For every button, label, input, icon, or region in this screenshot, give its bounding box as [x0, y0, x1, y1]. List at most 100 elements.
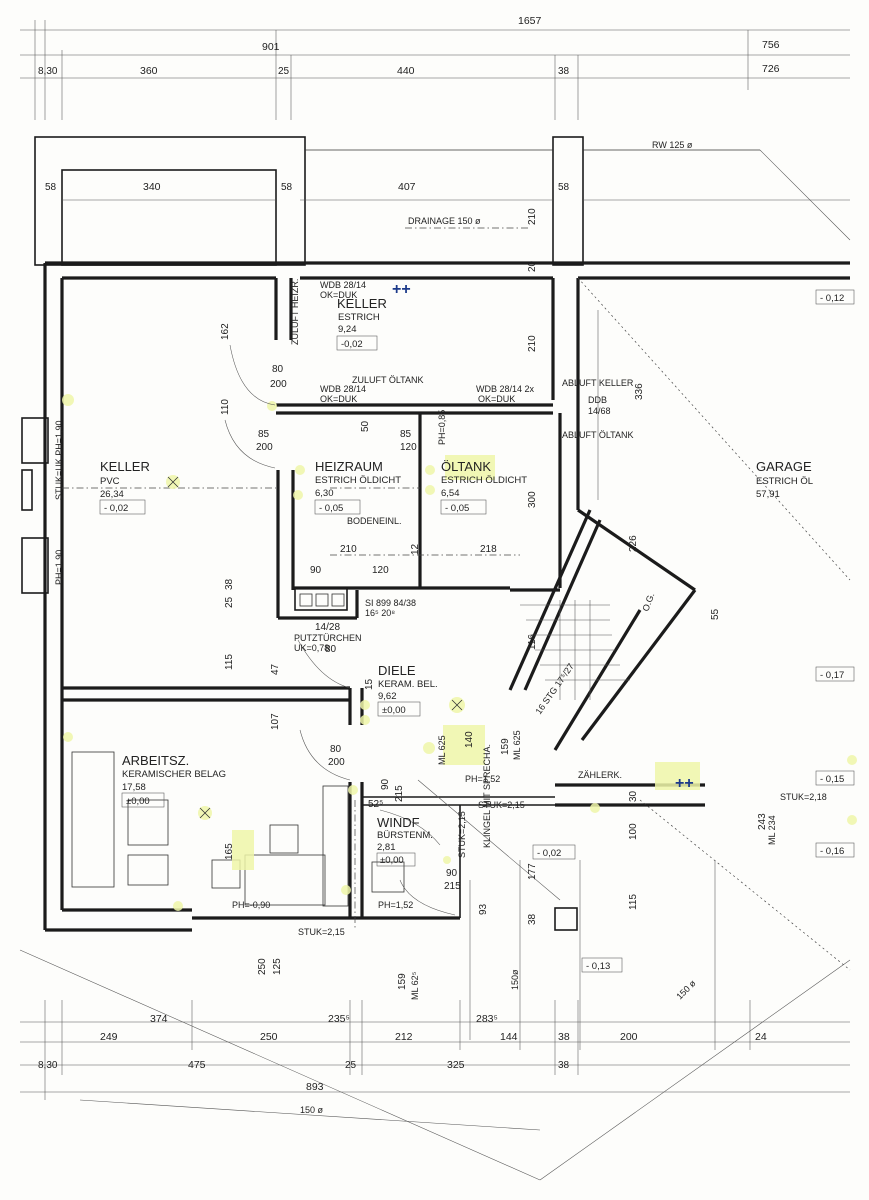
svg-text:ESTRICH: ESTRICH — [338, 312, 380, 323]
svg-text:KERAM. BEL.: KERAM. BEL. — [378, 679, 438, 690]
svg-text:STUK=2,18: STUK=2,18 — [780, 792, 827, 802]
svg-text:±0,00: ±0,00 — [380, 855, 404, 866]
svg-text:HEIZRAUM: HEIZRAUM — [315, 459, 383, 474]
svg-text:- 0,02: - 0,02 — [104, 503, 128, 514]
dim-893: 893 — [306, 1081, 324, 1093]
dim-325: 325 — [447, 1059, 465, 1071]
svg-text:- 0,17: - 0,17 — [820, 670, 844, 681]
svg-text:ESTRICH ÖLDICHT: ESTRICH ÖLDICHT — [441, 475, 527, 486]
svg-text:ARBEITSZ.: ARBEITSZ. — [122, 753, 189, 768]
svg-text:DIELE: DIELE — [378, 663, 416, 678]
svg-text:215: 215 — [394, 785, 405, 802]
dim-20-upper: 20 — [527, 260, 538, 272]
valve-symbol-b: ++ — [675, 775, 694, 792]
left-windows: STUK=UK PH=1,90 PH=1,90 — [21, 417, 64, 594]
svg-text:PH=1,52: PH=1,52 — [465, 774, 500, 784]
svg-text:210: 210 — [527, 335, 538, 352]
svg-text:215: 215 — [444, 881, 461, 892]
svg-text:ABLUFT ÖLTANK: ABLUFT ÖLTANK — [562, 430, 634, 440]
svg-text:DDB: DDB — [588, 395, 607, 405]
svg-text:ML 62⁵: ML 62⁵ — [410, 971, 420, 1000]
dim-150-bottom: 150 ø — [300, 1105, 324, 1115]
svg-text:STUK=2,15: STUK=2,15 — [457, 811, 467, 858]
dim-756: 756 — [762, 39, 780, 51]
svg-text:PH=0,85: PH=0,85 — [437, 410, 447, 445]
svg-text:30: 30 — [628, 790, 639, 802]
svg-text:ML 625: ML 625 — [437, 735, 447, 765]
rw-label: RW 125 ø — [652, 140, 693, 150]
walls — [43, 261, 850, 932]
svg-text:93: 93 — [478, 903, 489, 915]
svg-text:14/28: 14/28 — [315, 622, 340, 633]
svg-text:OK=DUK: OK=DUK — [320, 394, 357, 404]
dim-150-mid: 150ø — [510, 969, 520, 990]
fixtures: ++ ++ — [62, 281, 857, 911]
dim-200-bottom: 200 — [620, 1031, 638, 1043]
room-garage: GARAGE ESTRICH ÖL 57,91 — [756, 459, 813, 500]
svg-text:WDB 28/14: WDB 28/14 — [320, 384, 366, 394]
svg-text:218: 218 — [480, 544, 497, 555]
dim-340: 340 — [143, 181, 161, 193]
svg-text:- 0,12: - 0,12 — [820, 293, 844, 304]
svg-text:17,58: 17,58 — [122, 782, 146, 793]
svg-text:9,62: 9,62 — [378, 691, 397, 702]
svg-text:ZÄHLERK.: ZÄHLERK. — [578, 770, 622, 780]
dim-144: 144 — [500, 1031, 518, 1043]
dim-212: 212 — [395, 1031, 413, 1043]
svg-text:PVC: PVC — [100, 476, 120, 487]
svg-text:165: 165 — [224, 843, 235, 860]
svg-text:KLINGEL MIT SPRECHA.: KLINGEL MIT SPRECHA. — [482, 744, 492, 848]
steps-label: 16 STG 17⁵/27 — [533, 661, 575, 716]
svg-text:6,54: 6,54 — [441, 488, 460, 499]
dim-150-right: 150 ø — [674, 978, 698, 1002]
svg-text:85: 85 — [400, 429, 412, 440]
svg-text:200: 200 — [328, 757, 345, 768]
svg-text:336: 336 — [634, 383, 645, 400]
svg-text:- 0,15: - 0,15 — [820, 774, 844, 785]
svg-text:±0,00: ±0,00 — [126, 796, 150, 807]
dimension-lines-bottom: 249 374 250 235⁵ 212 283⁵ 144 38 200 24 … — [20, 969, 850, 1131]
svg-text:159: 159 — [500, 738, 511, 755]
svg-text:KERAMISCHER BELAG: KERAMISCHER BELAG — [122, 769, 226, 780]
dim-901: 901 — [262, 41, 280, 53]
dim-38-bottom-b: 38 — [558, 1060, 570, 1071]
svg-text:140: 140 — [464, 731, 475, 748]
svg-text:WDB 28/14: WDB 28/14 — [320, 280, 366, 290]
dim-830-top: 8,30 — [38, 66, 58, 77]
svg-text:162: 162 — [220, 323, 231, 340]
svg-text:ML 234: ML 234 — [767, 815, 777, 845]
svg-text:100: 100 — [628, 823, 639, 840]
svg-text:120: 120 — [400, 442, 417, 453]
dim-249: 249 — [100, 1031, 118, 1043]
svg-text:ZULUFT ÖLTANK: ZULUFT ÖLTANK — [352, 375, 424, 385]
room-oeltank: ÖLTANK ESTRICH ÖLDICHT 6,54 - 0,05 — [440, 459, 527, 515]
annotations: WDB 28/14 OK=DUK ZULUFT HEIZR. ZULUFT ÖL… — [232, 279, 827, 1000]
dim-830-bottom: 8,30 — [38, 1060, 58, 1071]
room-arbeitsz: ARBEITSZ. KERAMISCHER BELAG 17,58 ±0,00 — [121, 753, 226, 808]
valve-symbol-a: ++ — [392, 281, 411, 298]
furniture — [71, 593, 405, 907]
svg-text:ML 625: ML 625 — [512, 730, 522, 760]
dim-726: 726 — [762, 63, 780, 75]
svg-text:226: 226 — [628, 535, 639, 552]
svg-text:- 0,02: - 0,02 — [537, 848, 561, 859]
svg-text:UK=0,78: UK=0,78 — [294, 643, 329, 653]
svg-text:14/68: 14/68 — [588, 406, 611, 416]
svg-text:OK=DUK: OK=DUK — [478, 394, 515, 404]
svg-text:200: 200 — [256, 442, 273, 453]
room-windf: WINDF BÜRSTENM. 2,81 ±0,00 — [376, 815, 433, 867]
svg-text:- 0,05: - 0,05 — [319, 503, 343, 514]
svg-text:110: 110 — [220, 399, 231, 415]
bodeneinl-label: BODENEINL. — [347, 516, 402, 526]
svg-text:250: 250 — [257, 958, 268, 975]
dim-58-right: 58 — [558, 182, 570, 193]
svg-text:85: 85 — [258, 429, 270, 440]
svg-text:PUTZTÜRCHEN: PUTZTÜRCHEN — [294, 633, 362, 643]
svg-text:ZULUFT HEIZR.: ZULUFT HEIZR. — [290, 279, 300, 345]
level-markers: - 0,12 - 0,17 - 0,15 - 0,16 - 0,13 - 0,0… — [532, 289, 855, 973]
svg-text:WDB 28/14 2x: WDB 28/14 2x — [476, 384, 535, 394]
dim-374: 374 — [150, 1013, 168, 1025]
room-keller-small: KELLER ESTRICH 9,24 -0,02 — [336, 296, 387, 351]
svg-text:55: 55 — [710, 608, 721, 620]
svg-text:- 0,05: - 0,05 — [445, 503, 469, 514]
